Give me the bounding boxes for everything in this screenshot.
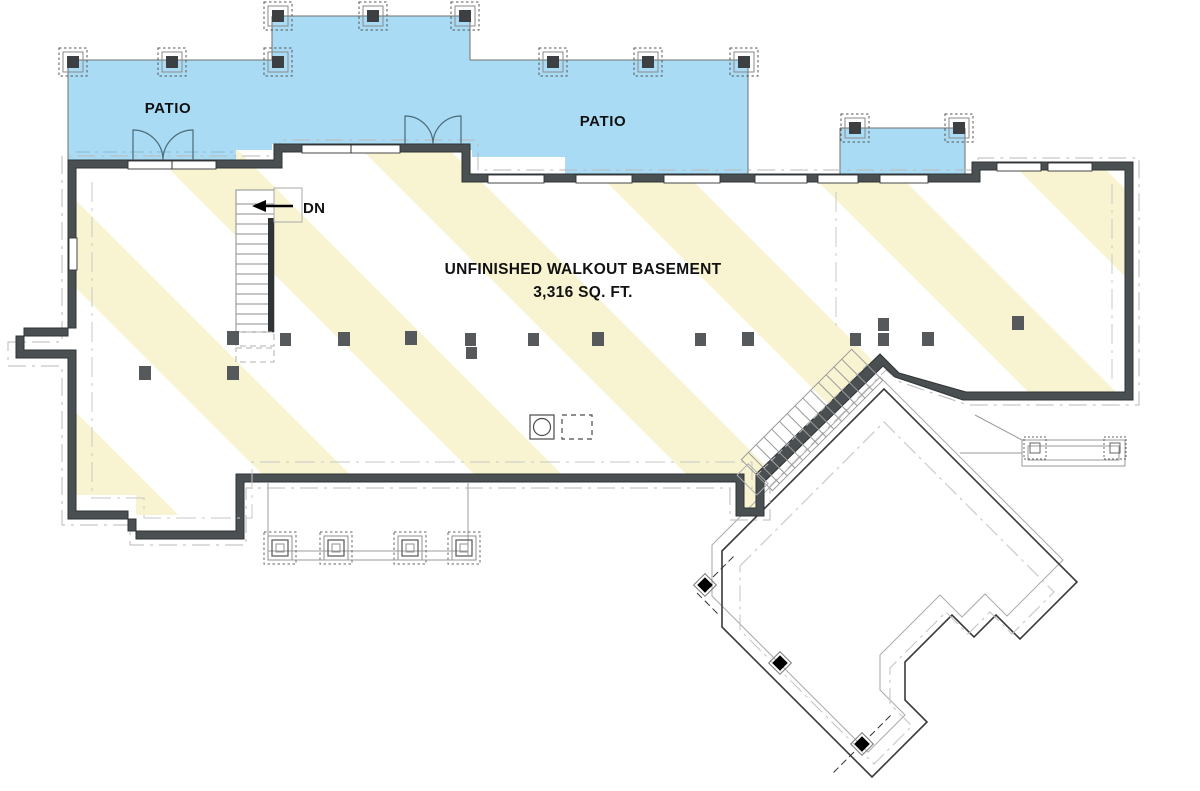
- water-heater-icon: [529, 414, 555, 440]
- wall-interior-face-line: [91, 182, 1113, 519]
- window-left-wall: [68, 237, 78, 271]
- footing-dash-outline: [7, 139, 1140, 546]
- garage-wall-outline: [721, 387, 1079, 779]
- basement-area-label: 3,316 SQ. FT.: [533, 284, 633, 301]
- patio-right-label: PATIO: [580, 113, 627, 130]
- main-staircase: [235, 187, 303, 363]
- garage-column-markers: [692, 554, 894, 775]
- patio-columns: [58, 1, 974, 143]
- stair-direction-label: DN: [303, 200, 325, 217]
- patio-upper-right: [565, 60, 748, 186]
- mechanical-equipment: [529, 414, 593, 440]
- patio-left-label: PATIO: [145, 100, 192, 117]
- basement-exterior-walls: [15, 143, 1134, 540]
- support-posts: [139, 316, 1024, 380]
- basement-name-label: UNFINISHED WALKOUT BASEMENT: [445, 261, 722, 278]
- rear-stoop-outline: [960, 414, 1126, 467]
- pier-footings: [263, 531, 481, 565]
- garage-inner-dash: [739, 421, 1055, 765]
- rear-stoop-posts: [1023, 436, 1127, 460]
- wall-openings: [68, 144, 1093, 271]
- garage-reference-outline: [711, 376, 1064, 753]
- stair-direction-arrow: [252, 200, 293, 212]
- beam-and-reference-lines: [267, 482, 469, 555]
- door-swing-arcs: [132, 115, 462, 161]
